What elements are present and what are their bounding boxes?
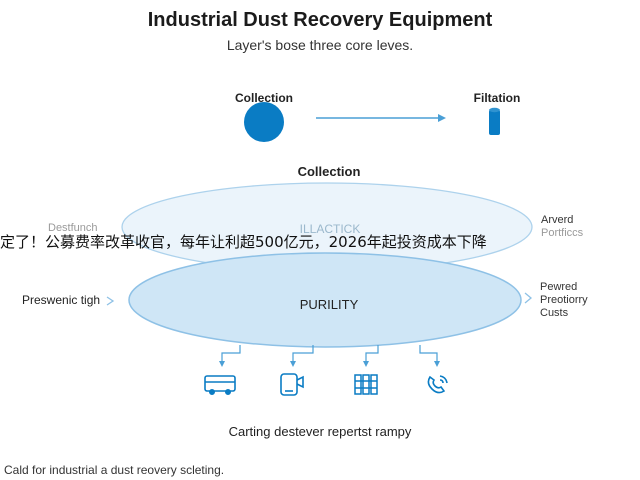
van-icon xyxy=(204,375,236,395)
upper-right-line-2: Portficcs xyxy=(541,227,584,239)
news-banner[interactable]: 定了！公募费率改革收官，每年让利超500亿元，2026年起投资成本下降 xyxy=(0,233,487,251)
collection-node xyxy=(244,102,284,142)
diagram-title: Industrial Dust Recovery Equipment xyxy=(147,9,493,31)
upper-layer-label: ILLACTICK xyxy=(299,222,361,236)
bottom-caption: Carting destever repertst rampy xyxy=(228,424,412,439)
handset-icon xyxy=(427,375,448,394)
upper-right-label: Arverd Portficcs xyxy=(541,214,583,240)
server-rack-icon xyxy=(354,374,378,395)
lower-layer-ellipse xyxy=(128,252,522,348)
icon-connectors xyxy=(221,345,438,363)
upper-right-line-1: Arverd xyxy=(541,214,574,226)
upper-left-label: Destfunch xyxy=(48,222,98,234)
footer-text: Cald for industrial a dust reovery sclet… xyxy=(4,463,225,477)
icon-connector-heads xyxy=(219,361,440,367)
right-chevron-icon xyxy=(524,292,533,304)
filtration-stage-label: Filtation xyxy=(473,91,521,105)
left-chevron-icon xyxy=(106,296,115,306)
lower-right-line-2: Preotiorry xyxy=(540,294,588,306)
collection-stage-label: Collection xyxy=(234,91,293,105)
lower-right-label: Pewred Preotiorry Custs xyxy=(540,281,588,320)
lower-right-line-1: Pewred xyxy=(540,281,578,293)
diagram-subtitle: Layer's bose three core leves. xyxy=(226,37,414,53)
collection-header: Collection xyxy=(297,164,361,179)
lower-layer-label: PURILITY xyxy=(299,297,359,312)
filter-cylinder-icon xyxy=(489,107,500,135)
flow-arrowhead xyxy=(438,114,446,122)
lower-left-label: Preswenic tigh xyxy=(22,293,101,307)
lower-right-line-3: Custs xyxy=(540,307,569,319)
phone-icon xyxy=(280,373,304,396)
